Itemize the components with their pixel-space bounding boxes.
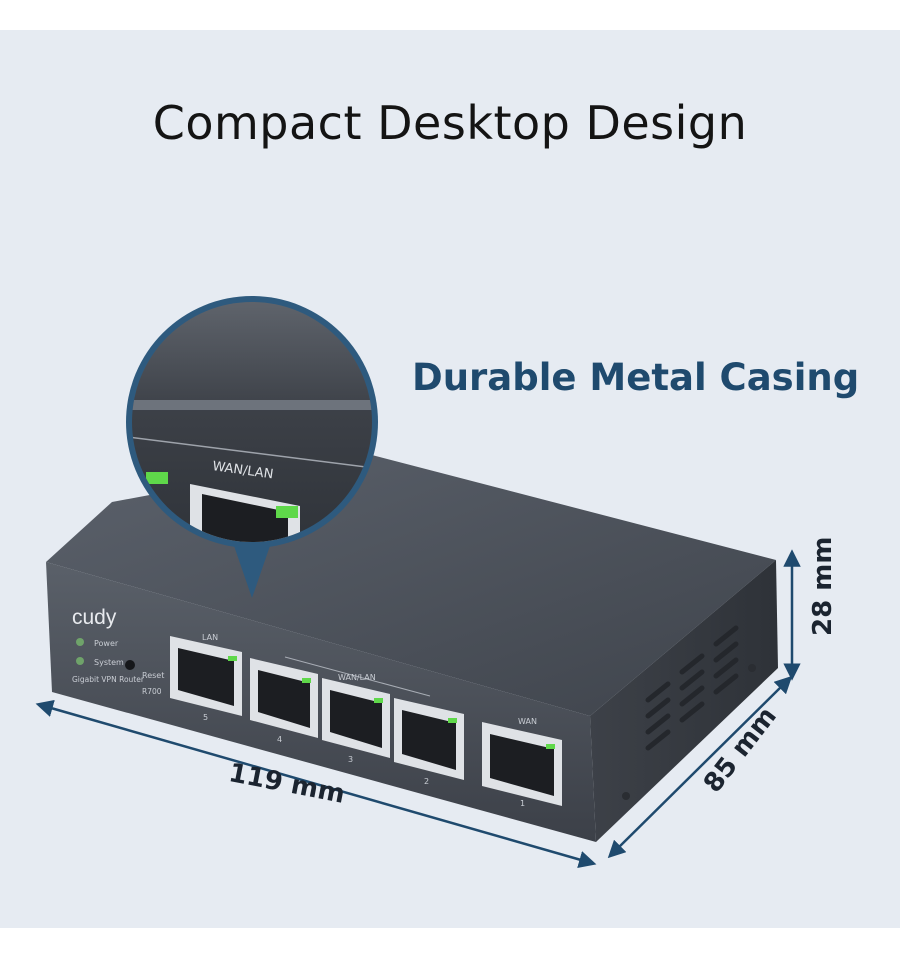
wanlan-bracket [284,656,431,697]
feature-label: Durable Metal Casing [412,356,860,399]
reset-label: Reset [142,671,164,680]
lan-group-label: LAN [202,633,218,642]
depth-dimension-line [607,675,793,859]
port-number: 2 [424,777,429,786]
port-led [228,656,237,661]
port-led [546,744,555,749]
port-number: 4 [277,735,282,744]
system-label: System [94,658,124,667]
wan-group-label: WAN [518,717,537,726]
reset-button[interactable] [125,660,135,670]
model-text: Gigabit VPN Router [72,675,145,684]
page-title: Compact Desktop Design [152,96,748,150]
brand-logo: cudy [72,606,117,629]
port-led [374,698,383,703]
power-label: Power [94,639,119,648]
model-number: R700 [142,687,162,696]
port-number: 1 [520,799,525,808]
front-screw [622,792,630,800]
power-led [76,638,84,646]
zoom-callout: WAN/LAN [126,296,378,598]
port-led [302,678,311,683]
wanlan-group-label: WAN/LAN [338,673,376,682]
port-number: 3 [348,755,353,764]
height-dimension: 28 mm [808,536,838,636]
side-screw [748,664,756,672]
system-led [76,657,84,665]
port-number: 5 [203,713,208,722]
port-led [448,718,457,723]
port-5[interactable]: 5 [170,636,242,722]
width-dimension-line [35,700,597,868]
